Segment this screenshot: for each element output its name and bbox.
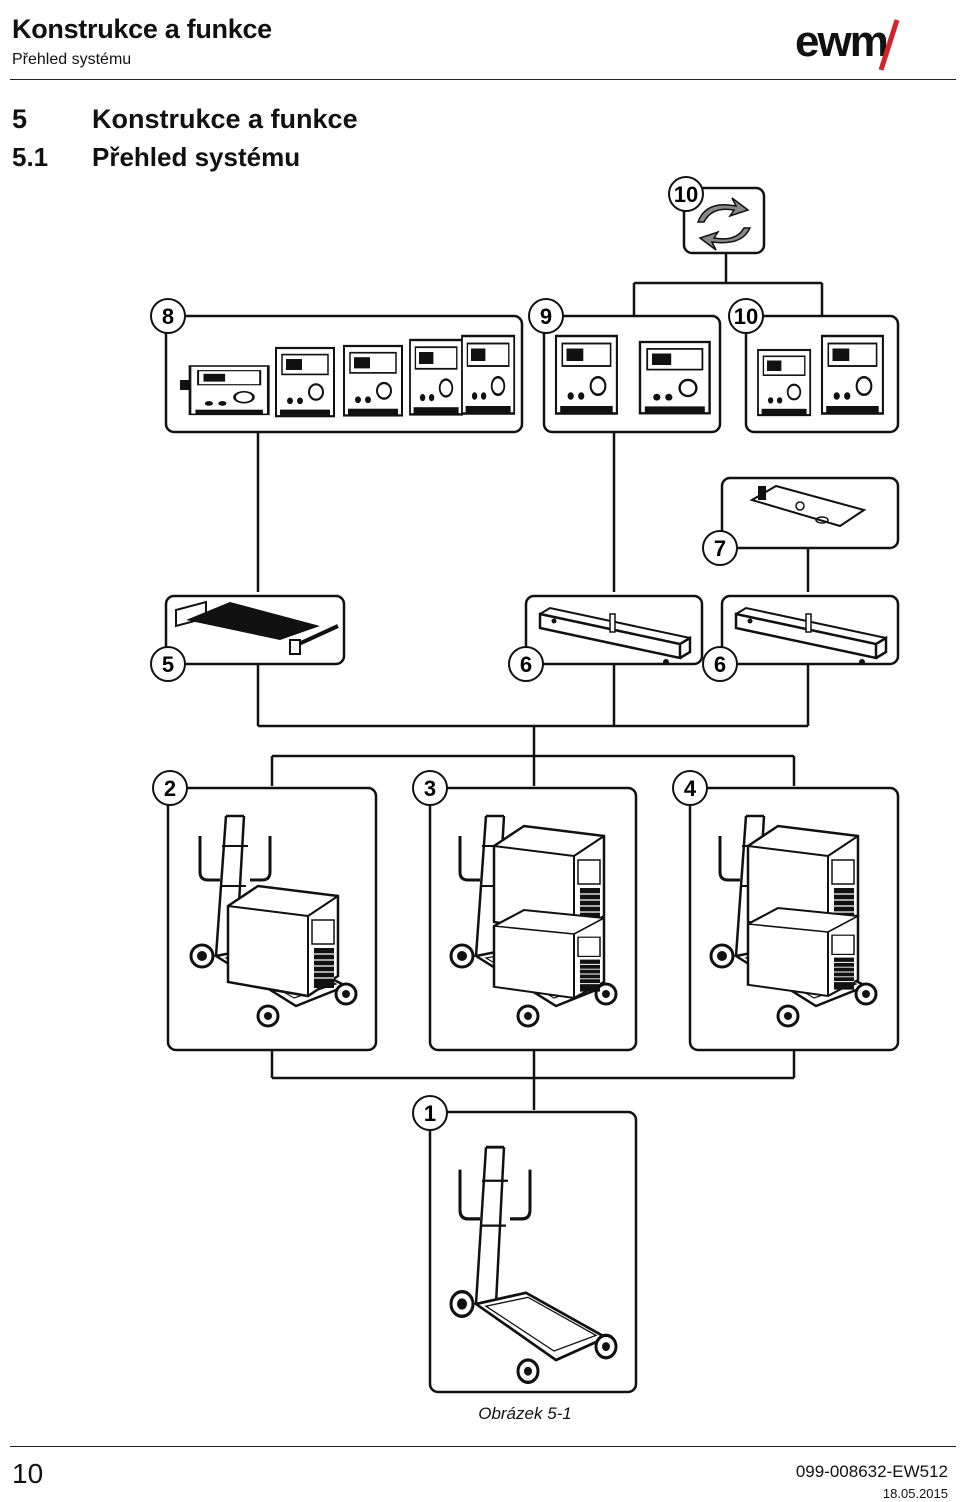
subsection-number: 5.1: [12, 142, 49, 172]
component-box-1: [428, 1110, 638, 1394]
connector-lines: [256, 253, 824, 1110]
callout-10: 10: [728, 298, 764, 334]
svg-text:7: 7: [714, 536, 726, 561]
svg-text:10: 10: [734, 304, 758, 329]
header-rule: [10, 79, 956, 80]
callout-2: 2: [152, 770, 188, 806]
callout-1: 1: [412, 1095, 448, 1131]
section-number: 5: [12, 104, 28, 134]
rotate-icon: [696, 197, 750, 223]
logo-wordmark: ewm: [795, 18, 887, 66]
section-title: Konstrukce a funkce: [92, 104, 358, 134]
figure-caption: Obrázek 5-1: [478, 1404, 572, 1423]
running-header-subtitle: Přehled systému: [12, 51, 132, 68]
component-box-10: [744, 314, 900, 434]
callout-5: 5: [150, 646, 186, 682]
component-box-2: [166, 786, 378, 1052]
component-box-3: [428, 786, 638, 1052]
component-box-9: [542, 314, 722, 434]
document-date: 18.05.2015: [882, 1486, 948, 1501]
component-box-8: [164, 314, 524, 434]
callout-6a: 6: [508, 646, 544, 682]
ewm-logo: ewm: [795, 18, 900, 71]
callout-7: 7: [702, 530, 738, 566]
svg-text:2: 2: [164, 776, 176, 801]
page-number: 10: [12, 1458, 44, 1489]
component-box-7: [720, 476, 900, 550]
component-box-6b: [720, 594, 900, 667]
component-box-4: [688, 786, 900, 1052]
component-box-6a: [524, 594, 704, 667]
document-code: 099-008632-EW512: [795, 1462, 948, 1481]
callout-3: 3: [412, 770, 448, 806]
svg-text:6: 6: [714, 652, 726, 677]
svg-text:3: 3: [424, 776, 436, 801]
callout-6b: 6: [702, 646, 738, 682]
footer-rule: [10, 1446, 956, 1447]
svg-text:9: 9: [540, 304, 552, 329]
component-box-10-top: [682, 186, 766, 255]
svg-text:8: 8: [162, 304, 174, 329]
callout-8: 8: [150, 298, 186, 334]
callout-9: 9: [528, 298, 564, 334]
system-overview-diagram: 10 8 9 10 7 5 6 6 2 3 4 1: [150, 176, 900, 1394]
callout-10-top: 10: [668, 176, 704, 212]
svg-text:6: 6: [520, 652, 532, 677]
svg-text:5: 5: [162, 652, 174, 677]
callout-4: 4: [672, 770, 708, 806]
svg-text:4: 4: [684, 776, 697, 801]
subsection-title: Přehled systému: [92, 142, 301, 172]
running-header-title: Konstrukce a funkce: [12, 14, 272, 44]
component-box-5: [164, 594, 346, 666]
svg-text:1: 1: [424, 1101, 436, 1126]
svg-text:10: 10: [674, 182, 698, 207]
